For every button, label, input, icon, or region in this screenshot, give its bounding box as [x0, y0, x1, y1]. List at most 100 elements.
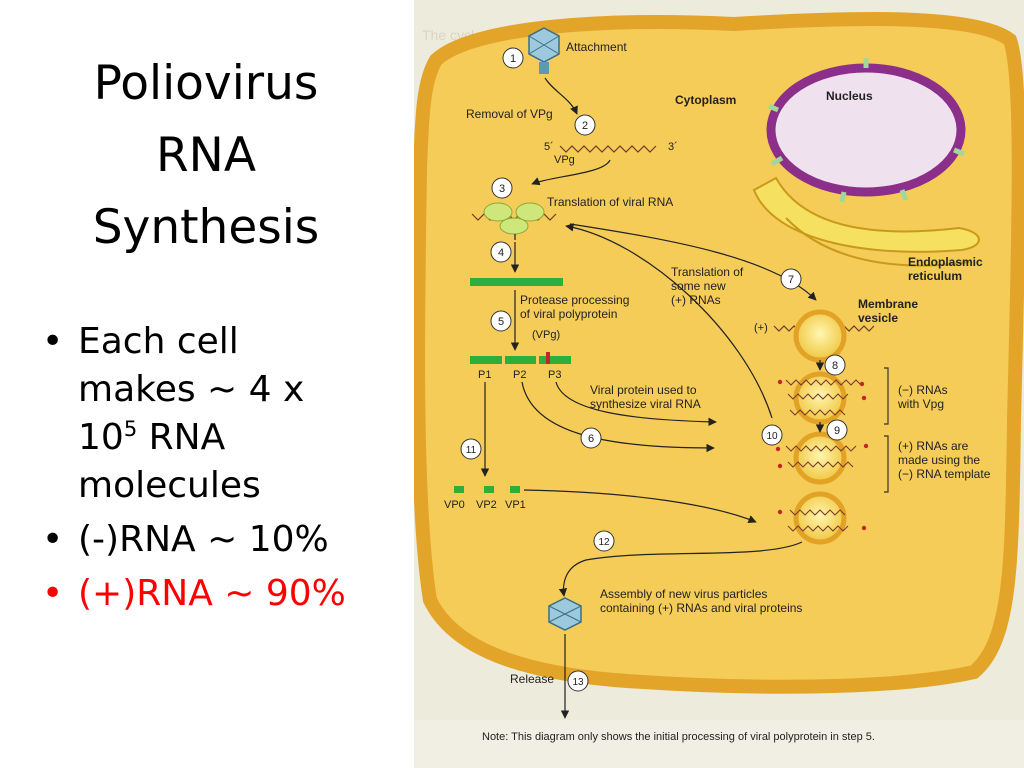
step-10-badge [761, 424, 783, 446]
bullet-rna-count: Each cell makes ~ 4 x 105 RNA molecules [38, 318, 408, 510]
five-prime-label: 5´ [544, 141, 554, 153]
plus-rna-label: (+) [754, 322, 768, 334]
step-13-number: 13 [572, 677, 584, 688]
nucleus-label: Nucleus [826, 89, 873, 103]
vpg-label: VPg [554, 154, 575, 166]
step-12-label: Assembly of new virus particles containi… [600, 587, 802, 615]
diagram-note: Note: This diagram only shows the initia… [482, 731, 875, 743]
step-5-number: 5 [498, 316, 504, 328]
step-10-number: 10 [766, 431, 778, 442]
step-6-badge [580, 427, 602, 449]
arrow-vesicle-12 [558, 541, 803, 597]
vesicle [793, 431, 847, 485]
vp0-label: VP0 [444, 499, 465, 511]
bullet-text: 10 [78, 417, 124, 458]
vesicle-rna-strands [785, 379, 862, 532]
er-fold [785, 217, 970, 267]
cytoplasm-label: Cytoplasm [675, 93, 736, 107]
p1-label: P1 [478, 369, 491, 381]
step-11-number: 11 [466, 445, 477, 456]
note-strip [414, 720, 1024, 768]
bullet-text: makes ~ 4 x [78, 369, 305, 410]
vpg-parenthetical: (VPg) [532, 329, 560, 341]
step-6-number: 6 [588, 433, 594, 445]
step-8-badge [824, 354, 846, 376]
viral-rna-strand [559, 145, 657, 153]
bullet-plus-rna: (+)RNA ~ 90% [38, 570, 408, 618]
vpg-marker [546, 352, 550, 364]
receptor-icon [539, 62, 549, 74]
vpg-dots [775, 379, 869, 531]
three-prime-label: 3´ [668, 141, 678, 153]
vp2-bar [484, 486, 494, 493]
arrow-p3-vp [555, 381, 717, 427]
arrow-vp-to-vesicle [523, 489, 757, 524]
poliovirus-diagram: The cycle and replication of Nucleus End… [414, 0, 1024, 768]
vesicle [793, 491, 847, 545]
step-9-badge [826, 419, 848, 441]
title-line: RNA [156, 128, 256, 183]
slide-title: Poliovirus RNA Synthesis [20, 48, 392, 264]
vp2-label: VP2 [476, 499, 497, 511]
bracket-plus-rna [884, 435, 889, 493]
virus-facet [548, 605, 582, 623]
step-1-badge [502, 47, 524, 69]
step-1-label: Attachment [566, 40, 627, 54]
nuclear-pores [767, 58, 965, 203]
ribosome-icon [483, 202, 513, 222]
step-3-label: Translation of viral RNA [547, 195, 673, 209]
step-12-number: 12 [598, 537, 610, 548]
step-2-label: Removal of VPg [466, 107, 553, 121]
bullet-text: RNA [137, 417, 226, 458]
vp1-label: VP1 [505, 499, 526, 511]
p3-bar [539, 356, 571, 364]
step-9-label: (+) RNAs are made using the (−) RNA temp… [898, 439, 991, 481]
vesicle-label: Membrane vesicle [858, 297, 921, 325]
bullet-text: molecules [78, 465, 261, 506]
step-3-number: 3 [499, 183, 505, 195]
step-5-badge [490, 310, 512, 332]
vp0-bar [454, 486, 464, 493]
step-11-badge [460, 438, 482, 460]
p2-bar [505, 356, 536, 364]
step-8-label: (−) RNAs with Vpg [897, 383, 951, 411]
p3-label: P3 [548, 369, 561, 381]
nucleus [766, 63, 966, 197]
step-2-number: 2 [582, 120, 588, 132]
arrow-10-3 [565, 223, 773, 419]
step-7-number: 7 [788, 274, 794, 286]
endoplasmic-reticulum [752, 176, 980, 253]
p2-label: P2 [513, 369, 526, 381]
step-7-label: Translation of some new (+) RNAs [671, 265, 747, 307]
step-4-number: 4 [498, 247, 504, 259]
slide-text-panel: Poliovirus RNA Synthesis Each cell makes… [0, 0, 412, 768]
step-12-badge [593, 530, 615, 552]
virus-facet [528, 35, 560, 55]
polyprotein-bar [470, 278, 563, 286]
vp1-bar [510, 486, 520, 493]
bullet-text: Each cell [78, 321, 239, 362]
step-13-label: Release [510, 672, 554, 686]
title-line: Poliovirus [93, 56, 319, 111]
step-4-badge [490, 241, 512, 263]
exponent: 5 [123, 417, 138, 441]
step-5-label: Protease processing of viral polyprotein [520, 293, 633, 321]
bracket-minus-rna [884, 367, 889, 425]
bullet-minus-rna: (-)RNA ~ 10% [38, 516, 408, 564]
step-8-number: 8 [832, 360, 838, 372]
title-line: Synthesis [92, 200, 320, 255]
bullet-list: Each cell makes ~ 4 x 105 RNA molecules … [38, 318, 408, 624]
step-13-badge [567, 670, 589, 692]
viral-protein-used-label: Viral protein used to synthesize viral R… [590, 383, 701, 411]
step-2-badge [574, 114, 596, 136]
vesicle [793, 309, 847, 363]
p1-bar [470, 356, 502, 364]
arrow-1-2 [544, 77, 578, 115]
step-9-number: 9 [834, 425, 840, 437]
step-1-number: 1 [510, 53, 516, 65]
step-7-badge [780, 268, 802, 290]
ribosome-icon [499, 217, 529, 235]
ribosome-icon [515, 202, 545, 222]
er-label: Endoplasmic reticulum [908, 255, 986, 283]
step-3-badge [491, 177, 513, 199]
